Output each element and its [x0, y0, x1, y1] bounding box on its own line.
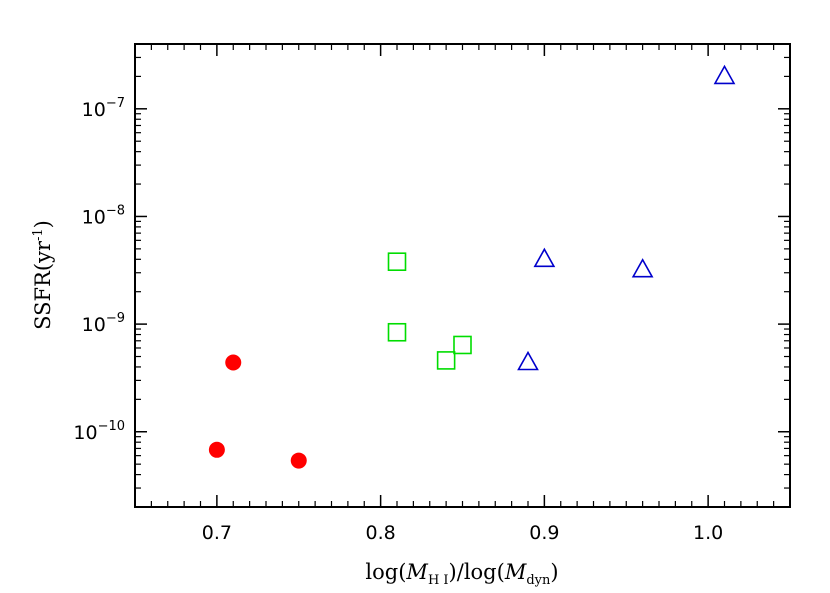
y-tick-labels: 10−10 10−9 10−8 10−7	[73, 96, 125, 444]
data-point-square	[387, 322, 407, 342]
axis-ticks	[135, 44, 790, 507]
data-point-triangle	[533, 247, 556, 268]
plot-frame	[134, 43, 791, 508]
data-point-triangle	[517, 350, 539, 371]
y-tick-label: 10−8	[82, 203, 125, 228]
x-tick-label: 1.0	[693, 522, 723, 544]
data-point-circle	[290, 452, 307, 469]
x-tick-labels: 0.7 0.8 0.9 1.0	[202, 522, 723, 544]
y-tick-label: 10−7	[82, 96, 125, 121]
data-markers	[208, 64, 736, 469]
y-tick-label: 10−10	[73, 419, 125, 444]
x-tick-label: 0.8	[366, 522, 396, 544]
data-point-triangle	[713, 64, 736, 85]
x-axis-label: log(MH I)/log(Mdyn)	[365, 560, 558, 588]
data-point-square	[387, 252, 407, 271]
x-tick-label: 0.9	[529, 522, 559, 544]
data-point-square	[453, 335, 472, 355]
data-point-triangle	[631, 258, 654, 278]
y-tick-label: 10−9	[82, 311, 125, 336]
y-axis-label: SSFR(yr-1)	[31, 220, 55, 330]
data-point-circle	[225, 354, 242, 371]
x-tick-label: 0.7	[202, 522, 232, 544]
data-point-circle	[208, 441, 225, 458]
data-point-square	[436, 351, 456, 370]
